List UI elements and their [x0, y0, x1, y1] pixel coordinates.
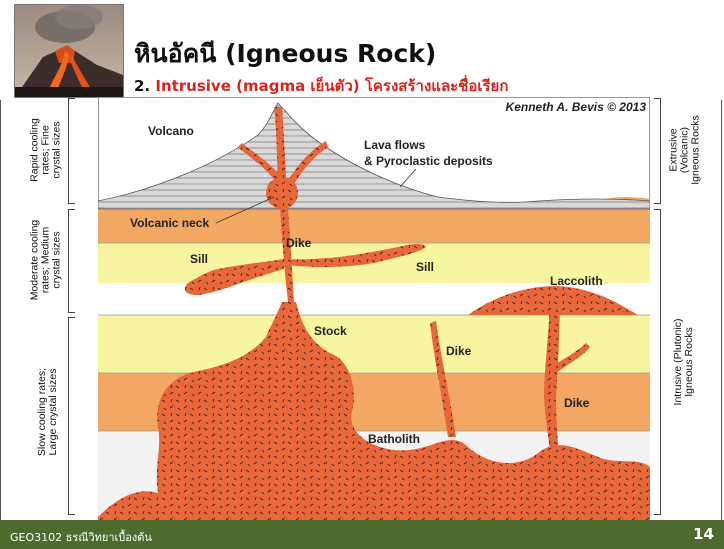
- annotation-intrusive: Intrusive (Plutonic) Igneous Rocks: [673, 319, 695, 406]
- diagram-credit: Kenneth A. Bevis © 2013: [506, 100, 647, 114]
- label-stock: Stock: [314, 324, 347, 338]
- left-bracket-slow: [68, 317, 75, 515]
- label-sill-left: Sill: [190, 252, 208, 266]
- annotation-moderate-cooling: Moderate cooling rates; Medium crystal s…: [30, 220, 63, 301]
- slide-subtitle: 2. Intrusive (magma เย็นตัว) โครงสร้างแล…: [134, 74, 508, 98]
- annotation-line: crystal sizes: [52, 118, 63, 182]
- annotation-extrusive: Extrusive (Volcanic) Igneous Rocks: [669, 115, 702, 184]
- label-dike-upper: Dike: [286, 236, 312, 250]
- label-laccolith: Laccolith: [550, 274, 603, 288]
- footer-page-number: 14: [693, 525, 714, 543]
- label-volcanic-neck: Volcanic neck: [130, 216, 209, 230]
- left-bracket-rapid: [68, 98, 75, 204]
- right-bracket-extrusive: [654, 98, 661, 204]
- label-sill-right: Sill: [416, 260, 434, 274]
- label-dike-middle: Dike: [446, 344, 472, 358]
- footer-course: GEO3102 ธรณีวิทยาเบื้องต้น: [10, 528, 152, 546]
- label-volcano: Volcano: [148, 124, 194, 138]
- slide-footer: GEO3102 ธรณีวิทยาเบื้องต้น 14: [0, 520, 724, 549]
- annotation-line: Igneous Rocks: [691, 115, 702, 184]
- volcano-thumbnail-image: [14, 4, 124, 98]
- label-dike-right: Dike: [564, 396, 590, 410]
- annotation-line: Large crystal sizes: [48, 368, 59, 456]
- label-batholith: Batholith: [368, 432, 420, 446]
- annotation-slow-cooling: Slow cooling rates; Large crystal sizes: [37, 368, 59, 456]
- annotation-rapid-cooling: Rapid cooling rates; Fine crystal sizes: [30, 118, 63, 182]
- subtitle-highlight: Intrusive (magma เย็นตัว) โครงสร้างและชื…: [155, 77, 508, 95]
- subtitle-prefix: 2.: [134, 77, 155, 95]
- left-bracket-moderate: [68, 209, 75, 313]
- slide-title: หินอัคนี (Igneous Rock): [134, 34, 436, 74]
- right-bracket-intrusive: [654, 209, 661, 515]
- annotation-line: Igneous Rocks: [684, 319, 695, 406]
- label-lava-flows: Lava flows: [364, 138, 426, 152]
- slide-header: หินอัคนี (Igneous Rock) 2. Intrusive (ma…: [0, 0, 724, 100]
- annotation-line: crystal sizes: [52, 220, 63, 301]
- igneous-structures-diagram: Kenneth A. Bevis © 2013 Volcano Lava flo…: [98, 97, 650, 520]
- label-pyroclastic-deposits: & Pyroclastic deposits: [364, 154, 493, 168]
